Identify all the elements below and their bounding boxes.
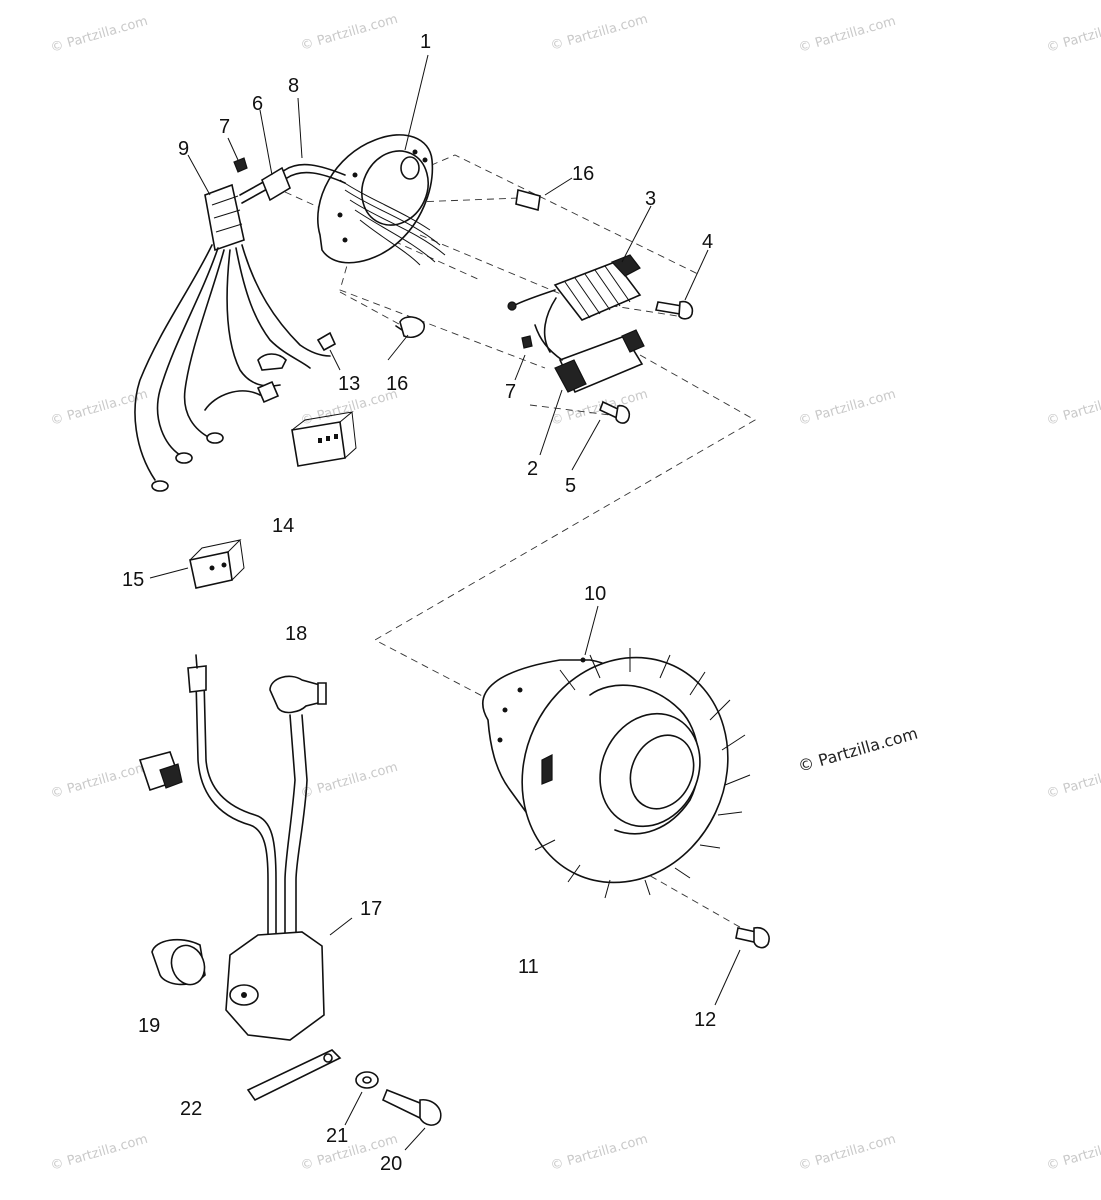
watermark: © Partzilla.com — [797, 14, 898, 56]
stator-plate — [317, 134, 446, 266]
callout-18: 18 — [285, 623, 307, 645]
callout-labels: 1 2 3 4 5 6 7 7 8 9 10 11 12 13 14 15 16… — [122, 31, 716, 1175]
callout-11: 11 — [518, 956, 539, 978]
callout-15: 15 — [122, 569, 144, 591]
callout-4: 4 — [702, 231, 713, 253]
screws — [395, 188, 694, 424]
watermark-main: © Partzilla.com — [796, 724, 920, 776]
callout-7-top: 7 — [219, 116, 230, 138]
callout-8: 8 — [288, 75, 299, 97]
watermarks: © Partzilla.com © Partzilla.com © Partzi… — [49, 12, 1101, 1174]
watermark: © Partzilla.com — [49, 1132, 150, 1174]
watermark: © Partzilla.com — [549, 387, 650, 429]
flywheel — [482, 648, 751, 899]
callout-12: 12 — [694, 1009, 716, 1031]
watermark: © Partzilla.com — [299, 12, 400, 54]
watermark: © Partzilla.com — [299, 760, 400, 802]
callout-3: 3 — [645, 188, 656, 210]
watermark: © Partzilla.com — [797, 387, 898, 429]
hardware — [246, 1049, 442, 1126]
watermark: © Partzilla.com — [797, 1132, 898, 1174]
callout-9: 9 — [178, 138, 189, 160]
callout-21: 21 — [326, 1125, 348, 1147]
flywheel-screw — [735, 926, 770, 949]
callout-13: 13 — [338, 373, 360, 395]
callout-19: 19 — [138, 1015, 160, 1037]
callout-10: 10 — [584, 583, 606, 605]
watermark: © Partzilla.com — [1045, 1132, 1101, 1174]
callout-16-top: 16 — [572, 163, 594, 185]
callout-14: 14 — [272, 515, 294, 537]
callout-17: 17 — [360, 898, 382, 920]
watermark: © Partzilla.com — [1045, 14, 1101, 56]
callout-1: 1 — [420, 31, 431, 53]
watermark: © Partzilla.com — [49, 14, 150, 56]
callout-7-bottom: 7 — [505, 381, 516, 403]
connector — [291, 411, 357, 467]
cap — [151, 938, 206, 986]
callout-2: 2 — [527, 458, 538, 480]
watermark: © Partzilla.com — [1045, 387, 1101, 429]
small-connector — [189, 539, 245, 589]
callout-20: 20 — [380, 1153, 402, 1175]
wire-harness — [134, 157, 346, 492]
lighting-coil — [507, 254, 642, 353]
callout-16-bottom: 16 — [386, 373, 408, 395]
callout-22: 22 — [180, 1098, 202, 1120]
callout-5: 5 — [565, 475, 576, 497]
callout-6: 6 — [252, 93, 263, 115]
charge-coil — [521, 324, 645, 394]
leader-lines — [149, 54, 741, 1151]
watermark: © Partzilla.com — [49, 760, 150, 802]
watermark: © Partzilla.com — [1045, 760, 1101, 802]
assembly-lines — [284, 154, 756, 931]
cdi-module — [138, 654, 327, 1041]
watermark: © Partzilla.com — [549, 12, 650, 54]
watermark: © Partzilla.com — [549, 1132, 650, 1174]
